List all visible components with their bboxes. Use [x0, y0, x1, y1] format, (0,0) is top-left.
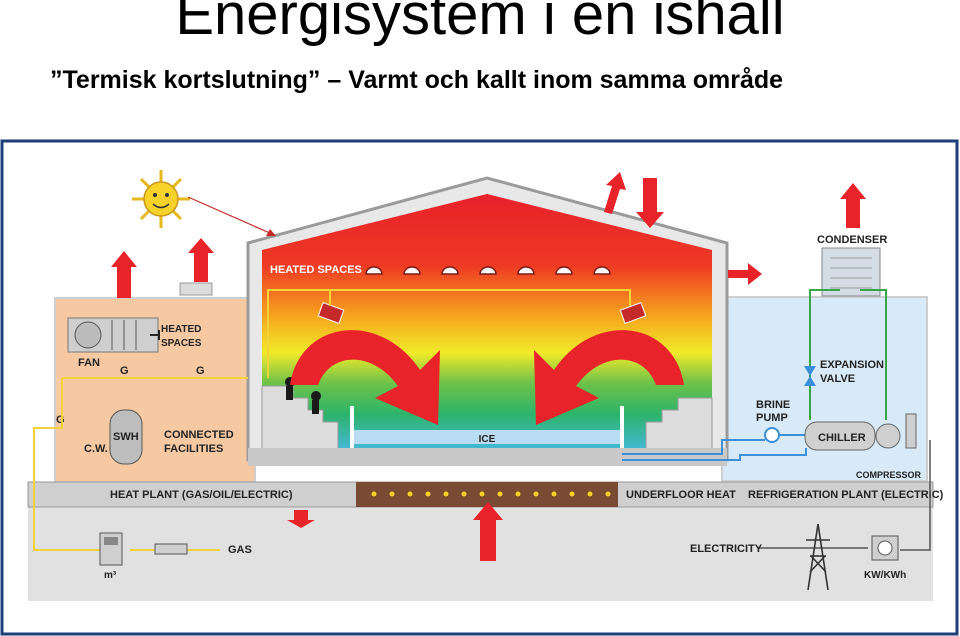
chiller-label: CHILLER — [818, 432, 866, 444]
brine-pump-label-2: PUMP — [756, 412, 788, 424]
ceiling-heaters — [365, 266, 611, 275]
expansion-valve-label-2: VALVE — [820, 373, 855, 385]
g-label-2: G — [196, 365, 205, 377]
hot-pipe-hall — [267, 289, 631, 378]
brine-pump-label-1: BRINE — [756, 399, 790, 411]
swh-tank — [109, 409, 143, 465]
compressor-label: COMPRESSOR — [856, 470, 922, 480]
condenser-pipe-right — [860, 289, 887, 420]
chimney-cap — [179, 282, 213, 296]
brine-pump-icon — [764, 427, 780, 443]
left-stands — [261, 385, 339, 451]
rink-board-left — [350, 406, 354, 450]
sun-icon — [132, 170, 190, 228]
connected-facilities-label-1: CONNECTED — [164, 429, 234, 441]
g-label-1: G — [120, 365, 129, 377]
refrigeration-plant-label: REFRIGERATION PLANT (ELECTRIC) — [748, 489, 944, 501]
electricity-label: ELECTRICITY — [690, 543, 763, 555]
g-label-3: G — [56, 414, 65, 426]
roof-heat-arrow-down — [636, 178, 664, 228]
radiant-heater-left — [317, 302, 345, 324]
brine-return-pipe — [622, 448, 807, 461]
heat-plant-label: HEAT PLANT (GAS/OIL/ELECTRIC) — [110, 489, 293, 501]
ground-heat-arrow-stem — [480, 545, 496, 561]
page-subtitle: ”Termisk kortslutning” – Varmt och kallt… — [50, 66, 784, 94]
rink-board-right — [620, 406, 624, 450]
swh-label: SWH — [113, 431, 139, 443]
radiant-heater-right — [619, 302, 647, 324]
sun-ray-arrow — [187, 196, 273, 235]
gas-label: GAS — [228, 544, 252, 556]
connected-facilities-label-2: FACILITIES — [164, 443, 223, 455]
underfloor-heat-label: UNDERFLOOR HEAT — [626, 489, 736, 501]
right-stands — [645, 397, 713, 451]
hall-floor-slab — [248, 448, 727, 466]
ice-surface — [354, 430, 620, 444]
hall-interior — [262, 194, 712, 450]
heated-spaces-side-label-1: HEATED — [161, 324, 201, 335]
ice-label: ICE — [479, 434, 496, 445]
compressor-icon — [875, 423, 901, 449]
compressor-motor — [905, 413, 917, 449]
heated-spaces-side-label-2: SPACES — [161, 338, 202, 349]
expansion-valve-icon — [804, 366, 816, 376]
expansion-valve-label-1: EXPANSION — [820, 359, 884, 371]
gas-pipe-left — [33, 378, 100, 551]
circulation-arrow-right — [534, 330, 684, 425]
kwh-label: KW/KWh — [864, 570, 906, 581]
gas-valve — [154, 543, 188, 555]
page-title: Energisystem i en ishall — [175, 0, 785, 47]
chiller-tank — [804, 421, 876, 451]
meter-unit-label: m³ — [104, 570, 117, 581]
expansion-valve-icon-lower — [804, 376, 816, 386]
power-line-right — [900, 440, 931, 551]
brine-supply-pipe — [622, 439, 765, 455]
circulation-arrow-left — [290, 330, 440, 425]
heated-spaces-inner-label: HEATED SPACES — [270, 264, 362, 276]
heat-loss-arrows — [111, 172, 866, 298]
fan-unit — [67, 317, 159, 353]
fan-label: FAN — [78, 357, 100, 369]
condenser-unit — [821, 247, 881, 297]
kwh-meter-icon — [871, 535, 899, 561]
ground-heat-arrow-down — [287, 510, 315, 528]
sun-ray-arrow-head — [266, 229, 276, 236]
condenser-label: CONDENSER — [817, 234, 887, 246]
pylon-icon — [806, 523, 830, 591]
cw-label: C.W. — [84, 443, 108, 455]
refrigeration-plant-building — [721, 296, 928, 482]
underfloor-heat-dots — [371, 491, 611, 497]
gas-meter — [99, 532, 123, 566]
